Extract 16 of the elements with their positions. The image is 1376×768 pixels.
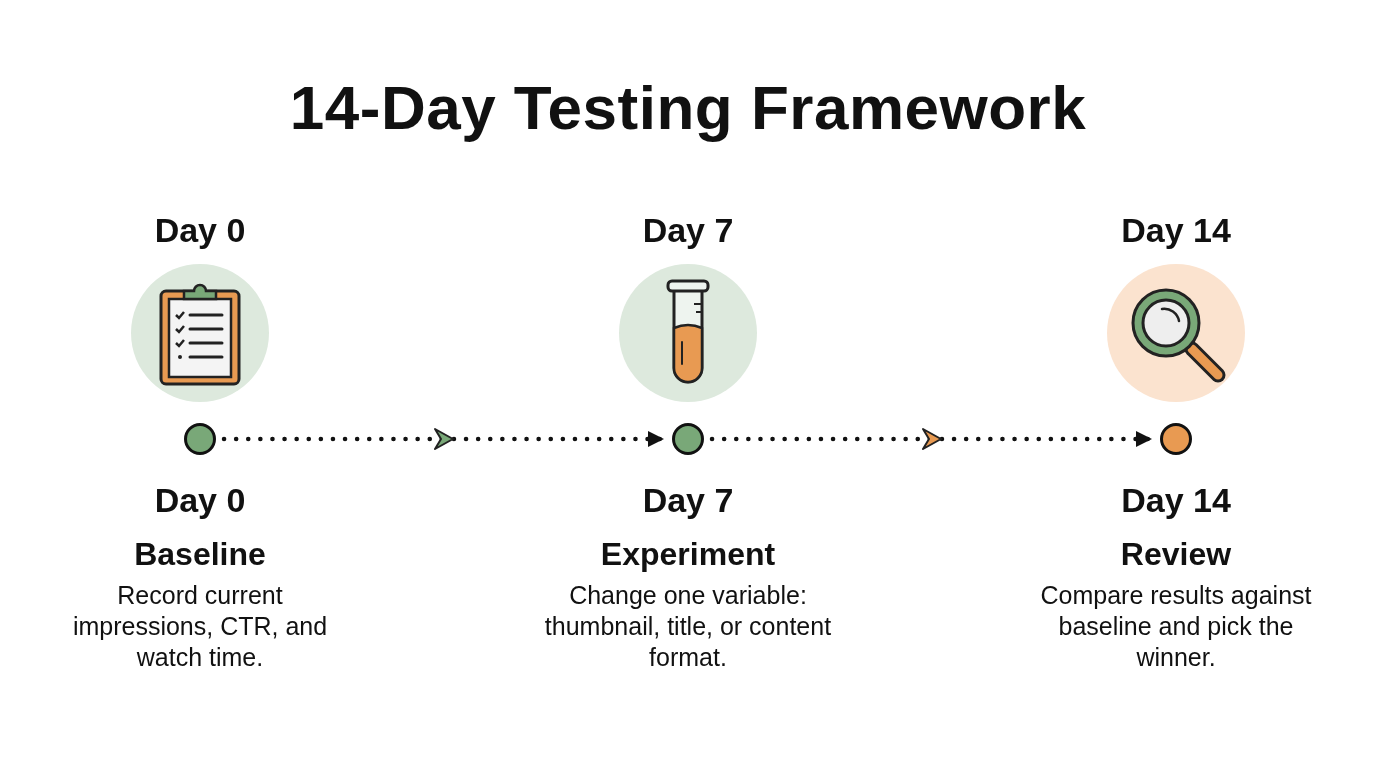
day-label: Day 7 xyxy=(642,480,734,521)
day-heading: Day 7 xyxy=(642,210,734,251)
stage-description: Compare results against baseline and pick the winner. xyxy=(1039,580,1313,673)
stage-description: Record current impressions, CTR, and watch time. xyxy=(71,580,329,673)
title: 14-Day Testing Framework xyxy=(288,72,1088,144)
timeline-dot xyxy=(672,423,704,455)
stage-title: Experiment xyxy=(600,535,776,574)
day-heading: Day 14 xyxy=(1121,210,1231,251)
day-label: Day 0 xyxy=(154,480,246,521)
day-label: Day 14 xyxy=(1121,480,1231,521)
timeline-dot xyxy=(184,423,216,455)
timeline-dot xyxy=(1160,423,1192,455)
day-heading: Day 0 xyxy=(154,210,246,251)
stage-title: Baseline xyxy=(134,535,266,574)
stage-description: Change one variable: thumbnail, title, or content format. xyxy=(543,580,833,673)
stage-title: Review xyxy=(1120,535,1232,574)
